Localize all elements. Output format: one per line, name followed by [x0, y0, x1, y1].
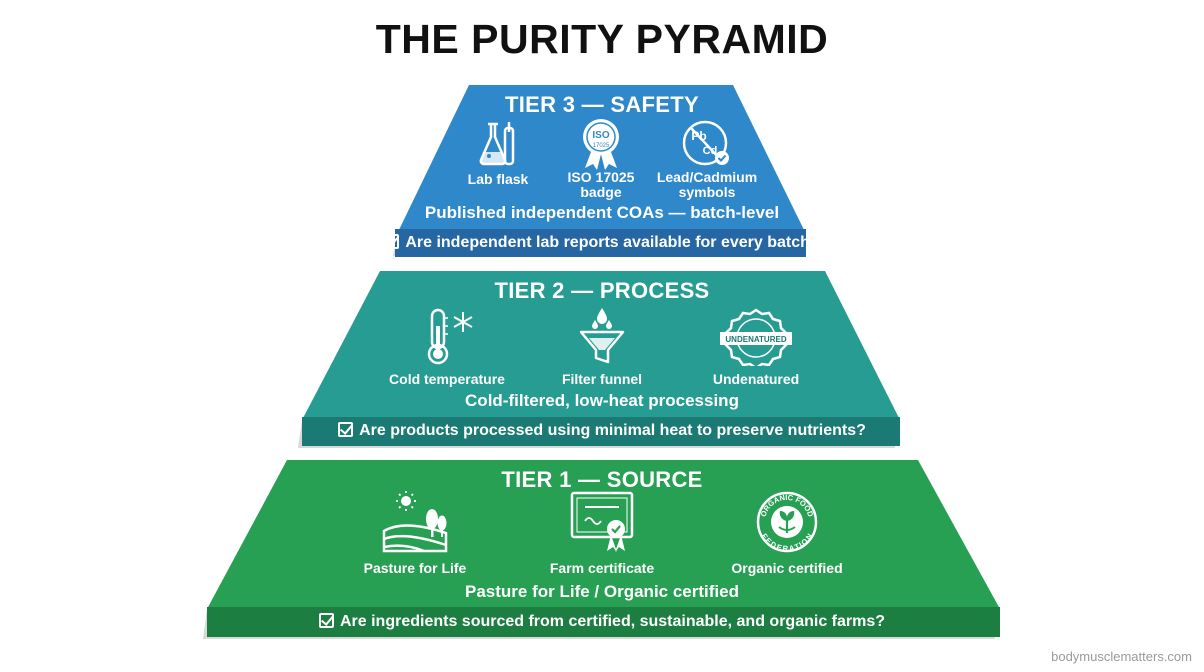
pasture-item: Pasture for Life	[340, 491, 490, 576]
lead-cadmium-item: Pb Cd Lead/Cadmium symbols	[655, 118, 759, 200]
organic-certified-item: ORGANIC FOOD FEDERATION Organic certifie…	[712, 491, 862, 576]
checkbox-icon	[338, 422, 354, 437]
organic-certified-label: Organic certified	[731, 560, 843, 576]
tier-2-process: TIER 2 — PROCESS Cold temperature Fi	[0, 270, 1204, 450]
iso-badge-item: ISO 17025 ISO 17025 badge	[551, 118, 651, 200]
lab-flask-item: Lab flask	[448, 120, 548, 187]
cadmium-symbol: Cd	[703, 145, 718, 157]
lab-flask-icon	[479, 122, 515, 166]
filter-funnel-icon	[579, 308, 625, 364]
thermometer-snowflake-icon	[427, 308, 473, 365]
pasture-label: Pasture for Life	[363, 560, 467, 576]
pasture-field-icon	[382, 491, 448, 553]
organic-seal-icon: ORGANIC FOOD FEDERATION	[756, 491, 818, 553]
watermark: bodymusclematters.com	[1051, 649, 1192, 664]
iso-badge-text: ISO	[592, 130, 609, 141]
tier-2-question-band	[302, 417, 900, 446]
farm-certificate-item: Farm certificate	[527, 491, 677, 576]
checkbox-icon	[384, 234, 400, 249]
checkbox-icon	[318, 613, 334, 628]
tier-2-subtitle: Cold-filtered, low-heat processing	[465, 391, 739, 410]
iso-badge-icon: ISO 17025	[583, 119, 619, 170]
tier-1-source: TIER 1 — SOURCE Pasture for Life	[0, 459, 1204, 641]
undenatured-badge-icon: UNDENATURED	[720, 308, 792, 366]
farm-certificate-icon	[570, 491, 634, 552]
lab-flask-label: Lab flask	[467, 171, 529, 187]
tier-1-question-band	[207, 607, 1000, 637]
undenatured-label: Undenatured	[712, 371, 800, 387]
cold-temperature-label: Cold temperature	[389, 371, 505, 387]
page-title: THE PURITY PYRAMID	[375, 16, 829, 62]
tier-3-title: TIER 3 — SAFETY	[505, 92, 699, 117]
lead-cadmium-icon: Pb Cd	[682, 120, 729, 166]
undenatured-badge-text: UNDENATURED	[725, 335, 786, 344]
iso-badge-label: ISO 17025 badge	[567, 169, 635, 200]
iso-badge-subtext: 17025	[593, 143, 610, 149]
tier-2-question: Are products processed using minimal hea…	[0, 422, 1204, 440]
tier-1-title: TIER 1 — SOURCE	[501, 467, 703, 492]
tier-3-subtitle: Published independent COAs — batch-level	[424, 203, 780, 222]
tier-1-question: Are ingredients sourced from certified, …	[0, 613, 1204, 631]
tier-3-safety: TIER 3 — SAFETY Lab flask ISO 17025 ISO …	[0, 84, 1204, 260]
tier-3-question-band	[395, 229, 806, 257]
tier-2-question-text: Are products processed using minimal hea…	[359, 422, 866, 439]
tier-1-subtitle: Pasture for Life / Organic certified	[465, 582, 739, 601]
tier-3-question-text: Are independent lab reports available fo…	[405, 234, 820, 251]
tier-2-title: TIER 2 — PROCESS	[494, 278, 710, 303]
filter-funnel-item: Filter funnel	[527, 306, 677, 387]
farm-certificate-label: Farm certificate	[549, 560, 655, 576]
filter-funnel-label: Filter funnel	[561, 371, 643, 387]
tier-3-question: Are independent lab reports available fo…	[0, 234, 1204, 252]
tier-1-question-text: Are ingredients sourced from certified, …	[339, 613, 886, 630]
cold-temperature-item: Cold temperature	[372, 306, 522, 387]
lead-cadmium-label: Lead/Cadmium symbols	[656, 169, 758, 200]
undenatured-item: UNDENATURED Undenatured	[681, 306, 831, 387]
snowflake-icon	[453, 312, 473, 332]
lead-symbol: Pb	[691, 129, 706, 143]
